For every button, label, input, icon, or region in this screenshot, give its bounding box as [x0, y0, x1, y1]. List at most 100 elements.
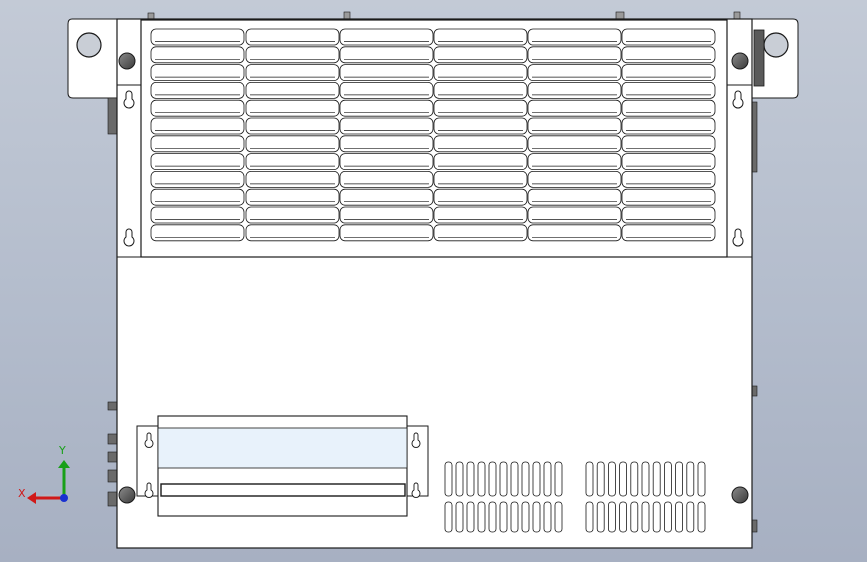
vent-louvre	[621, 64, 716, 81]
vent-louvre	[621, 206, 716, 224]
vent-louvre	[150, 170, 245, 188]
vent-louvre	[527, 153, 622, 171]
vent-slot	[596, 461, 605, 497]
vent-louvre	[621, 99, 716, 117]
vent-louvre	[527, 206, 622, 224]
vent-slot	[686, 501, 695, 533]
vent-slot	[619, 461, 627, 497]
module-mount-slot	[411, 432, 421, 448]
vent-louvre	[621, 82, 716, 99]
y-axis-label: Y	[58, 444, 66, 457]
corner-bolts	[118, 52, 749, 504]
vent-louvre	[245, 64, 340, 81]
vent-louvre	[621, 28, 716, 46]
vent-louvre	[433, 28, 528, 46]
vent-louvre	[621, 135, 716, 153]
vent-slot	[585, 461, 594, 497]
vent-louvre	[433, 224, 528, 242]
vent-slot	[675, 501, 683, 533]
vent-louvre	[245, 153, 340, 171]
vent-louvre	[245, 28, 340, 46]
vent-louvre	[339, 82, 434, 99]
vent-louvre	[150, 188, 245, 206]
corner-bolt	[731, 52, 749, 70]
module-mount-slot	[144, 482, 154, 498]
vent-slot	[488, 461, 497, 497]
vent-louvre	[245, 170, 340, 188]
vent-louvre	[150, 224, 245, 242]
vent-louvre	[621, 224, 716, 242]
vent-louvre	[339, 206, 434, 224]
left-mounting-ear	[67, 18, 118, 99]
vent-slot	[499, 501, 508, 533]
vent-louvre	[245, 135, 340, 153]
vent-louvre	[433, 117, 528, 135]
z-axis-marker	[60, 494, 68, 502]
vent-slot	[652, 501, 661, 533]
bottom-vent-slots	[444, 461, 706, 533]
vent-slot	[466, 461, 475, 497]
vent-slot	[608, 461, 616, 497]
vent-louvre	[339, 28, 434, 46]
vent-louvre	[339, 117, 434, 135]
vent-slot	[488, 501, 497, 533]
vent-slot	[521, 461, 530, 497]
vent-louvre	[245, 46, 340, 64]
vent-louvre	[433, 170, 528, 188]
vent-louvre	[245, 117, 340, 135]
vent-slot	[510, 501, 519, 533]
module-mount-slot	[144, 432, 154, 448]
vent-louvre	[527, 224, 622, 242]
vent-louvre	[339, 153, 434, 171]
vent-slot	[532, 501, 541, 533]
vent-louvre	[527, 99, 622, 117]
vent-louvre	[150, 28, 245, 46]
keyhole-slot	[123, 228, 135, 247]
top-studs	[147, 11, 741, 20]
vent-slot	[444, 461, 453, 497]
vent-louvre	[621, 46, 716, 64]
vent-louvre	[339, 99, 434, 117]
vent-slot	[630, 501, 639, 533]
vent-louvre	[245, 188, 340, 206]
vent-louvre	[245, 82, 340, 99]
vent-slot	[664, 501, 672, 533]
display-window	[157, 427, 408, 469]
vent-slot	[697, 501, 706, 533]
vent-slot	[686, 461, 695, 497]
keyhole-slot	[732, 90, 744, 109]
vent-slot	[585, 501, 594, 533]
y-axis-arrowhead	[58, 460, 70, 468]
vent-louvre	[150, 82, 245, 99]
vent-slot	[543, 501, 552, 533]
keyhole-slot	[123, 90, 135, 109]
vent-slot	[532, 461, 541, 497]
vent-louvre	[150, 46, 245, 64]
vent-slot	[596, 501, 605, 533]
display-module	[136, 415, 429, 517]
vent-slot	[455, 501, 464, 533]
x-axis-arrowhead	[27, 492, 36, 504]
vent-louvre	[433, 99, 528, 117]
vent-slot	[641, 461, 650, 497]
vent-louvre	[527, 135, 622, 153]
vent-slot	[521, 501, 530, 533]
vent-louvre	[339, 188, 434, 206]
vent-louvre	[339, 64, 434, 81]
vent-louvre	[150, 99, 245, 117]
vent-louvre	[150, 135, 245, 153]
vent-louvre	[527, 117, 622, 135]
vent-slot	[466, 501, 475, 533]
coordinate-triad: X Y	[18, 444, 70, 504]
top-vent-panel	[116, 19, 753, 258]
corner-bolt	[731, 486, 749, 504]
vent-louvre	[527, 28, 622, 46]
vent-slot	[697, 461, 706, 497]
corner-bolt	[118, 486, 136, 504]
x-axis-label: X	[18, 487, 26, 500]
vent-slot	[499, 461, 508, 497]
vent-louvre	[621, 153, 716, 171]
vent-louvre	[245, 206, 340, 224]
